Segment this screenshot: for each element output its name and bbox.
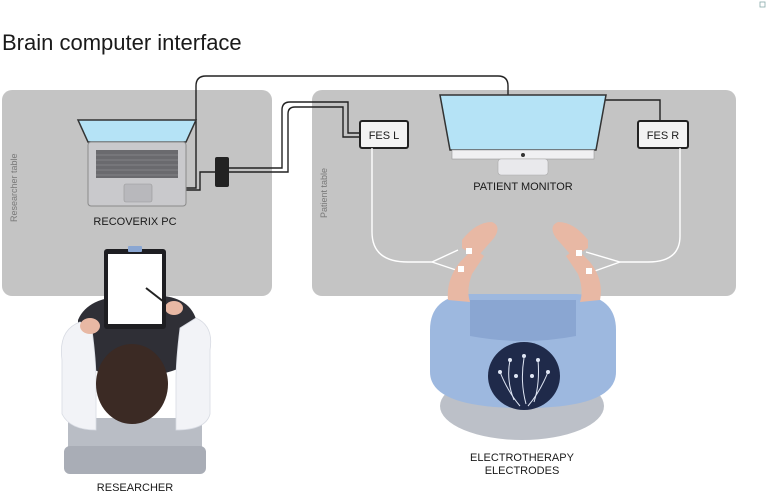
corner-icon xyxy=(759,1,766,8)
monitor-screen xyxy=(439,94,607,151)
eeg-cap-wires xyxy=(499,357,549,407)
laptop-trackpad xyxy=(123,183,153,203)
patient-monitor xyxy=(439,94,607,176)
patient xyxy=(430,222,616,440)
researcher-table-label: Researcher table xyxy=(9,153,19,222)
fes-left-label: FES L xyxy=(369,130,400,142)
patient-left-arm xyxy=(447,248,484,302)
fes-right-device xyxy=(637,120,689,149)
laptop-screen xyxy=(76,119,198,143)
electrodes-label-line2: ELECTRODES xyxy=(485,465,560,477)
electrode-pad xyxy=(458,266,464,272)
monitor-stand xyxy=(497,158,549,176)
pc-label: RECOVERIX PC xyxy=(93,216,176,228)
laptop xyxy=(76,119,198,207)
researcher-left-hand xyxy=(80,318,100,334)
laptop-keyboard xyxy=(96,150,178,178)
monitor-camera-dot xyxy=(521,153,525,157)
monitor-label: PATIENT MONITOR xyxy=(473,181,572,193)
clipboard-clip xyxy=(128,246,142,252)
eeg-electrodes xyxy=(498,354,550,378)
electrodes-label-line1: ELECTROTHERAPY xyxy=(470,452,575,464)
researcher-coat-right xyxy=(175,317,212,431)
electrode-wires xyxy=(371,148,681,273)
patient-left-hand xyxy=(462,222,498,254)
fes-right-label: FES R xyxy=(647,130,679,142)
clipboard-paper xyxy=(108,254,162,324)
patient-table xyxy=(312,90,736,296)
researcher-label: RESEARCHER xyxy=(97,482,173,493)
amplifier-box xyxy=(215,157,229,187)
researcher xyxy=(61,246,212,474)
electrode-pad xyxy=(576,250,582,256)
pen xyxy=(145,287,165,303)
diagram-title: Brain computer interface xyxy=(2,30,242,55)
cables xyxy=(186,75,661,191)
researcher-right-hand xyxy=(165,301,183,315)
patient-right-hand xyxy=(552,222,588,254)
patient-right-arm xyxy=(566,248,601,302)
patient-head-eeg-cap xyxy=(488,342,560,410)
researcher-hair xyxy=(96,344,168,424)
patient-table-label: Patient table xyxy=(319,168,329,218)
electrode-pad xyxy=(466,248,472,254)
fes-left-device xyxy=(359,120,409,149)
electrode-pad xyxy=(586,268,592,274)
researcher-coat-left xyxy=(61,321,97,431)
